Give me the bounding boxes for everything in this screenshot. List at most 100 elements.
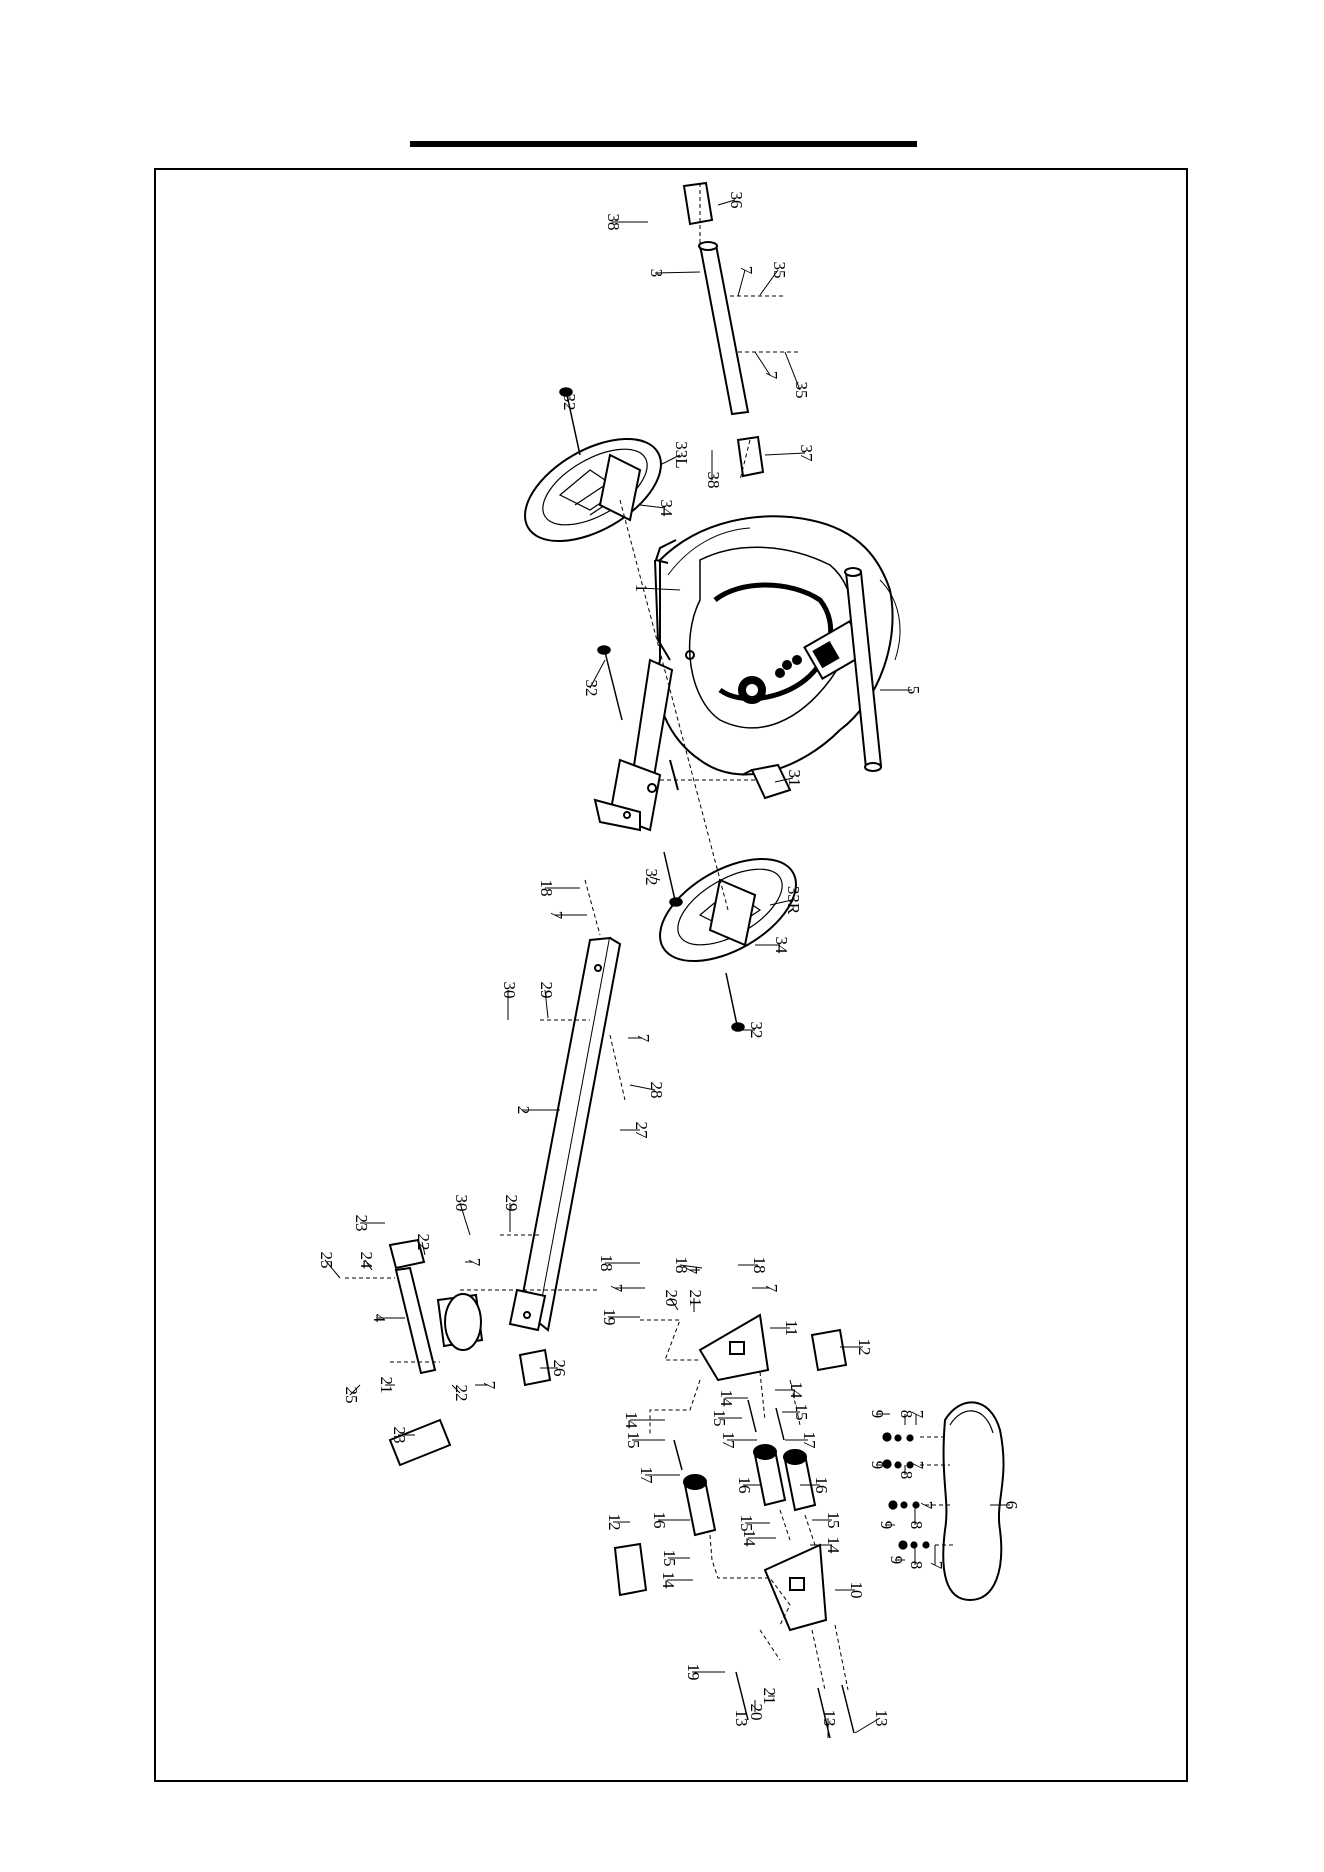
part-label-18: 18 <box>597 1255 616 1272</box>
part-label-36: 36 <box>727 192 746 209</box>
part-label-7: 7 <box>465 1258 484 1267</box>
part-label-9: 9 <box>868 1461 887 1470</box>
part-label-15: 15 <box>624 1432 643 1449</box>
bracket-11 <box>700 1315 768 1380</box>
part-label-12: 12 <box>855 1339 874 1356</box>
part-label-32: 32 <box>747 1022 766 1039</box>
part-label-8: 8 <box>907 1561 926 1570</box>
part-label-13: 13 <box>872 1710 891 1727</box>
part-label-38: 38 <box>604 214 623 231</box>
part-label-23: 23 <box>390 1427 409 1444</box>
part-label-23: 23 <box>352 1215 371 1232</box>
part-label-17: 17 <box>637 1467 656 1485</box>
bracket-10 <box>765 1545 826 1630</box>
part-label-19: 19 <box>600 1309 619 1326</box>
part-label-32: 32 <box>582 680 601 697</box>
part-label-15: 15 <box>824 1512 843 1529</box>
part-label-31: 31 <box>785 770 804 787</box>
part-label-21: 21 <box>686 1290 705 1307</box>
part-label-9: 9 <box>868 1410 887 1419</box>
part-label-2: 2 <box>514 1106 533 1115</box>
part-label-29: 29 <box>537 982 556 999</box>
part-label-7: 7 <box>908 1461 927 1470</box>
part-label-7: 7 <box>480 1381 499 1390</box>
part-label-19: 19 <box>684 1664 703 1681</box>
part-label-7: 7 <box>927 1561 946 1570</box>
part-label-7: 7 <box>607 1284 626 1293</box>
part-label-14: 14 <box>787 1382 806 1400</box>
part-label-3: 3 <box>647 269 666 278</box>
part-label-12: 12 <box>605 1514 624 1531</box>
diagram-frame <box>155 169 1187 1781</box>
part-label-30: 30 <box>452 1195 471 1212</box>
part-label-24: 24 <box>357 1252 376 1270</box>
part-label-1: 1 <box>632 584 651 593</box>
part-label-34: 34 <box>772 937 791 955</box>
part-label-26: 26 <box>550 1360 569 1377</box>
part-label-33R: 33R <box>784 886 803 915</box>
pedal-left <box>508 418 678 562</box>
part-label-17: 17 <box>800 1432 819 1450</box>
part-label-7: 7 <box>762 371 781 380</box>
part-label-35: 35 <box>770 262 789 279</box>
part-label-7: 7 <box>682 1266 701 1275</box>
part-label-8: 8 <box>907 1521 926 1530</box>
part-label-35: 35 <box>792 382 811 399</box>
part-label-28: 28 <box>647 1082 666 1099</box>
part-label-22: 22 <box>452 1385 471 1402</box>
part-label-38: 38 <box>704 472 723 489</box>
part-label-32: 32 <box>642 869 661 886</box>
part-label-9: 9 <box>877 1521 896 1530</box>
part-label-8: 8 <box>897 1471 916 1480</box>
part-label-9: 9 <box>887 1556 906 1565</box>
part-label-15: 15 <box>792 1404 811 1421</box>
part-label-13: 13 <box>732 1710 751 1727</box>
part-label-18: 18 <box>537 880 556 897</box>
part-label-11: 11 <box>782 1320 801 1336</box>
part-label-15: 15 <box>660 1550 679 1567</box>
part-label-17: 17 <box>719 1432 738 1450</box>
part-label-7: 7 <box>908 1410 927 1419</box>
part-label-7: 7 <box>737 266 756 275</box>
part-label-7: 7 <box>917 1501 936 1510</box>
part-label-7: 7 <box>762 1284 781 1293</box>
part-label-5: 5 <box>904 686 923 695</box>
part-label-16: 16 <box>735 1477 754 1494</box>
console-rail <box>595 660 678 830</box>
part-label-14: 14 <box>659 1572 678 1590</box>
part-label-29: 29 <box>502 1195 521 1212</box>
seat-screws <box>883 1433 929 1549</box>
label-leaders <box>325 200 1010 1738</box>
part-label-15: 15 <box>710 1410 729 1427</box>
part-label-14: 14 <box>824 1537 843 1555</box>
part-label-27: 27 <box>632 1122 651 1140</box>
part-label-14: 14 <box>717 1390 736 1408</box>
part-label-18: 18 <box>750 1257 769 1274</box>
handle-tube <box>684 183 763 476</box>
title-rule <box>410 141 917 147</box>
part-label-16: 16 <box>650 1512 669 1529</box>
part-label-4: 4 <box>370 1314 389 1323</box>
part-label-21: 21 <box>377 1377 396 1394</box>
part-label-33L: 33L <box>672 441 691 468</box>
assembly-guides <box>345 180 955 1690</box>
part-label-34: 34 <box>657 500 676 518</box>
part-label-13: 13 <box>820 1710 839 1727</box>
part-label-22: 22 <box>414 1234 433 1251</box>
part-label-21: 21 <box>760 1688 779 1705</box>
part-label-37: 37 <box>797 445 816 463</box>
part-label-25: 25 <box>342 1387 361 1404</box>
part-label-6: 6 <box>1002 1501 1021 1510</box>
seat <box>943 1402 1003 1600</box>
part-label-32: 32 <box>560 394 579 411</box>
part-label-14: 14 <box>740 1530 759 1548</box>
part-label-14: 14 <box>622 1412 641 1430</box>
part-label-30: 30 <box>500 982 519 999</box>
part-label-16: 16 <box>812 1477 831 1494</box>
part-label-7: 7 <box>547 911 566 920</box>
part-label-25: 25 <box>317 1252 336 1269</box>
part-label-7: 7 <box>634 1034 653 1043</box>
